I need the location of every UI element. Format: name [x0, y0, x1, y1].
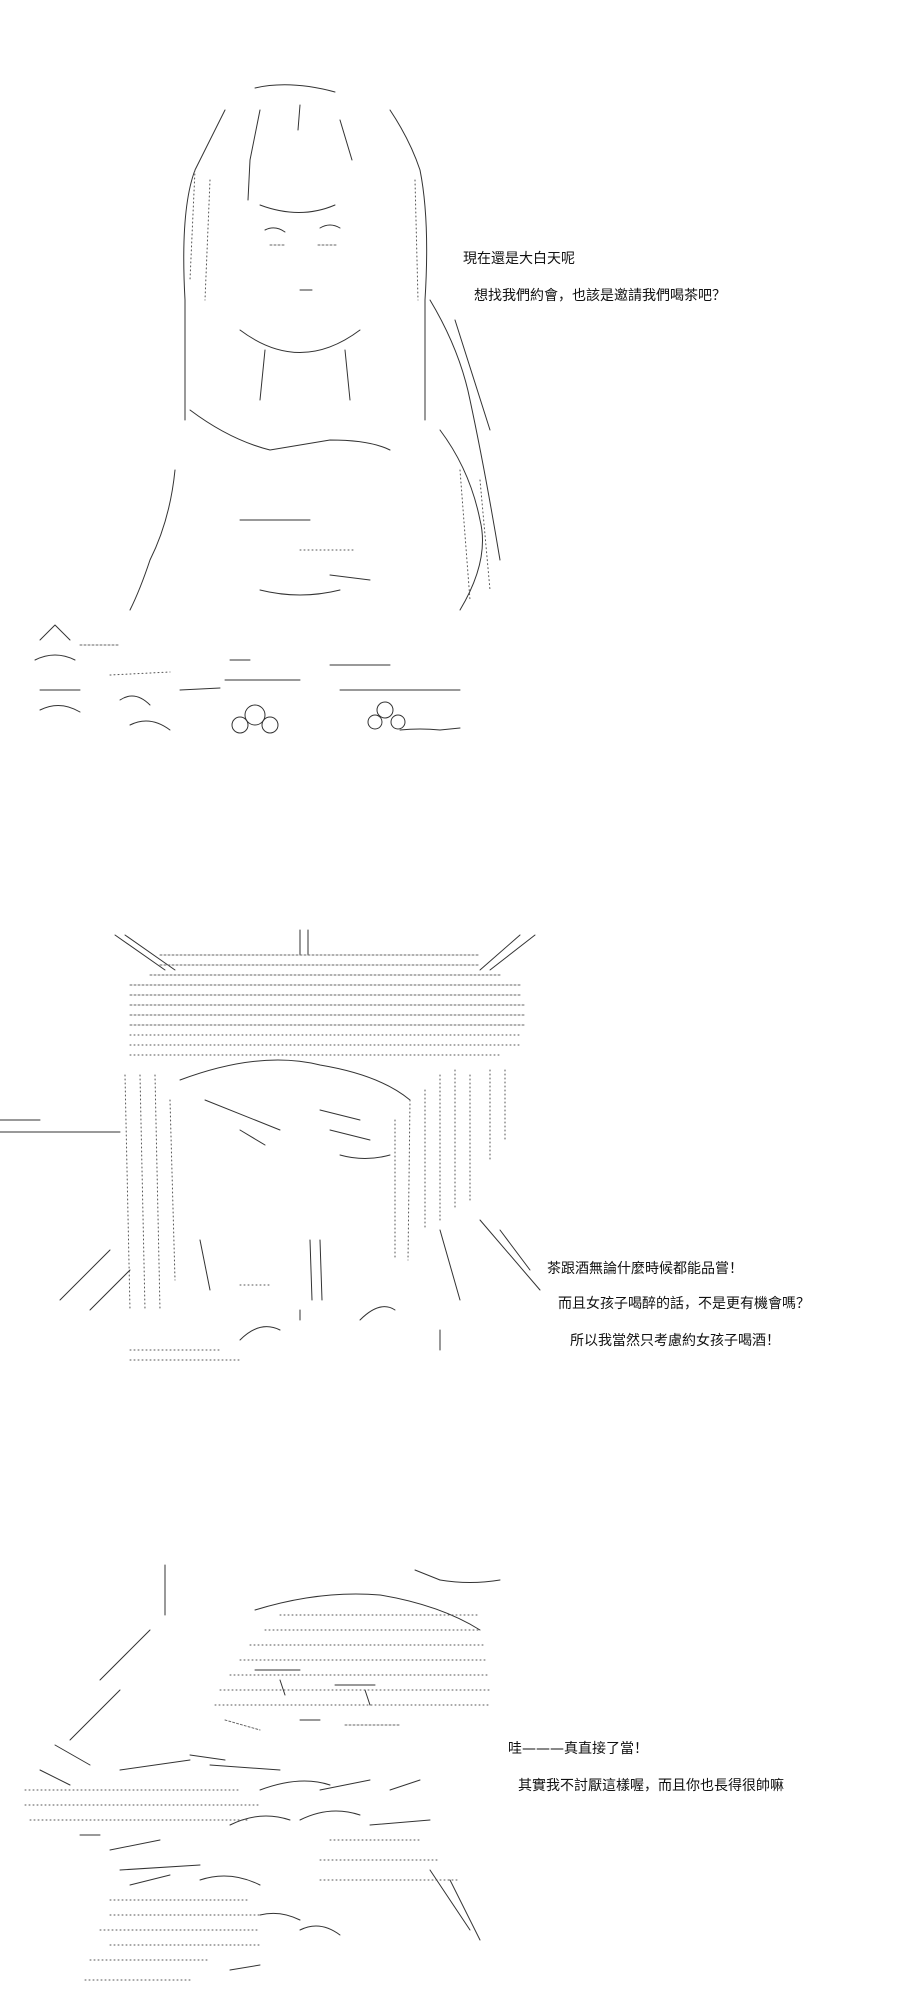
- dialogue-line: 其實我不討厭這樣喔，而且你也長得很帥嘛: [518, 1778, 784, 1794]
- panel-1: 現在還是大白天呢 想找我們約會，也該是邀請我們喝茶吧？: [0, 0, 903, 760]
- panel-2: 茶跟酒無論什麼時候都能品嘗！ 而且女孩子喝醉的話，不是更有機會嗎？ 所以我當然只…: [0, 900, 903, 1420]
- dialogue-line: 想找我們約會，也該是邀請我們喝茶吧？: [474, 288, 726, 304]
- panel-3: 哇———真直接了當！ 其實我不討厭這樣喔，而且你也長得很帥嘛: [0, 1520, 903, 2000]
- ascii-art-girl-illustration: [34, 84, 501, 734]
- dialogue-line: 現在還是大白天呢: [463, 251, 575, 267]
- dialogue-line: 而且女孩子喝醉的話，不是更有機會嗎？: [558, 1296, 810, 1312]
- ascii-art-man-illustration: [0, 929, 541, 1361]
- dialogue-line: 哇———真直接了當！: [508, 1741, 648, 1757]
- dialogue-line: 茶跟酒無論什麼時候都能品嘗！: [547, 1261, 743, 1277]
- ascii-art-excited-girl-illustration: [24, 1564, 501, 1981]
- dialogue-line: 所以我當然只考慮約女孩子喝酒！: [570, 1333, 780, 1349]
